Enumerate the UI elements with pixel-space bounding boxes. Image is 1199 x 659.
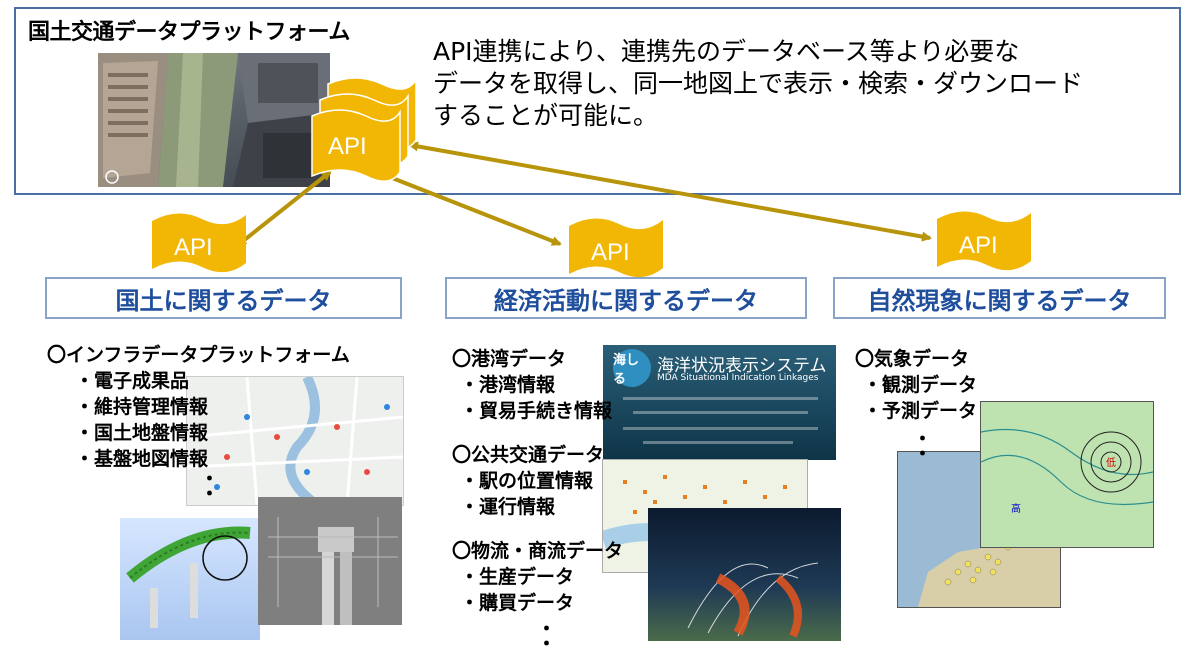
api-flag-label: API <box>174 234 213 261</box>
list-item: ・駅の位置情報 <box>460 470 594 492</box>
list-item: ・維持管理情報 <box>75 396 209 418</box>
weather-forecast-map-image: 低 高 <box>980 401 1154 548</box>
transit-heading: 〇公共交通データ <box>452 444 605 466</box>
list-item: ・生産データ <box>460 566 575 588</box>
port-heading: 〇港湾データ <box>452 348 567 370</box>
pier-3d-image <box>258 497 402 625</box>
api-flag-economy: API <box>569 218 663 278</box>
logistics-heading: 〇物流・商流データ <box>452 540 624 562</box>
arrow-nature <box>408 141 932 242</box>
ocean-system-image: 海しる 海洋状況表示システム MDA Situational Indicatio… <box>603 345 836 460</box>
nature-more-dots: ・・ <box>913 428 933 465</box>
weather-heading: 〇気象データ <box>855 348 970 370</box>
category-land: 国土に関するデータ <box>45 277 402 319</box>
platform-description: API連携により、連携先のデータベース等より必要な データを取得し、同一地図上で… <box>433 36 1173 132</box>
land-heading: 〇インフラデータプラットフォーム <box>47 344 350 366</box>
description-line: することが可能に。 <box>433 101 659 130</box>
ocean-system-subtitle: MDA Situational Indication Linkages <box>657 373 819 383</box>
list-item: ・電子成果品 <box>75 370 190 392</box>
list-item: ・運行情報 <box>460 496 556 518</box>
economy-more-dots: ・・ <box>537 618 557 655</box>
category-nature: 自然現象に関するデータ <box>833 277 1166 319</box>
umishiru-logo: 海しる <box>613 349 651 387</box>
list-item: ・国土地盤情報 <box>75 422 209 444</box>
description-line: データを取得し、同一地図上で表示・検索・ダウンロード <box>433 69 1084 98</box>
list-item: ・貿易手続き情報 <box>460 400 613 422</box>
api-flag-nature: API <box>937 211 1031 271</box>
list-item: ・購買データ <box>460 592 575 614</box>
list-item: ・基盤地図情報 <box>75 448 209 470</box>
city-3d-image <box>98 53 330 187</box>
api-flag-label: API <box>959 232 998 259</box>
description-line: API連携により、連携先のデータベース等より必要な <box>433 37 1020 66</box>
svg-text:低: 低 <box>1106 456 1116 469</box>
platform-api-flags: API <box>311 77 417 182</box>
list-item: ・観測データ <box>863 374 978 396</box>
nature-data-list: 〇気象データ ・観測データ ・予測データ <box>855 346 977 424</box>
platform-title: 国土交通データプラットフォーム <box>28 20 350 45</box>
api-flag-land: API <box>152 213 246 273</box>
logistics-globe-image <box>648 508 841 641</box>
bridge-3d-image <box>120 518 260 640</box>
infra-map-image <box>186 376 404 506</box>
platform-api-label: API <box>328 133 367 160</box>
ocean-system-title: 海洋状況表示システム <box>657 356 827 376</box>
economy-data-list: 〇港湾データ ・港湾情報 ・貿易手続き情報 〇公共交通データ ・駅の位置情報 ・… <box>452 346 623 616</box>
api-flag-label: API <box>591 239 630 266</box>
svg-text:高: 高 <box>1011 502 1021 515</box>
list-item: ・港湾情報 <box>460 374 556 396</box>
land-data-list: 〇インフラデータプラットフォーム ・電子成果品 ・維持管理情報 ・国土地盤情報 … <box>47 342 350 472</box>
land-more-dots: ・・ <box>200 468 220 505</box>
category-economy: 経済活動に関するデータ <box>445 277 807 319</box>
arrow-land <box>236 170 332 247</box>
list-item: ・予測データ <box>863 400 978 422</box>
